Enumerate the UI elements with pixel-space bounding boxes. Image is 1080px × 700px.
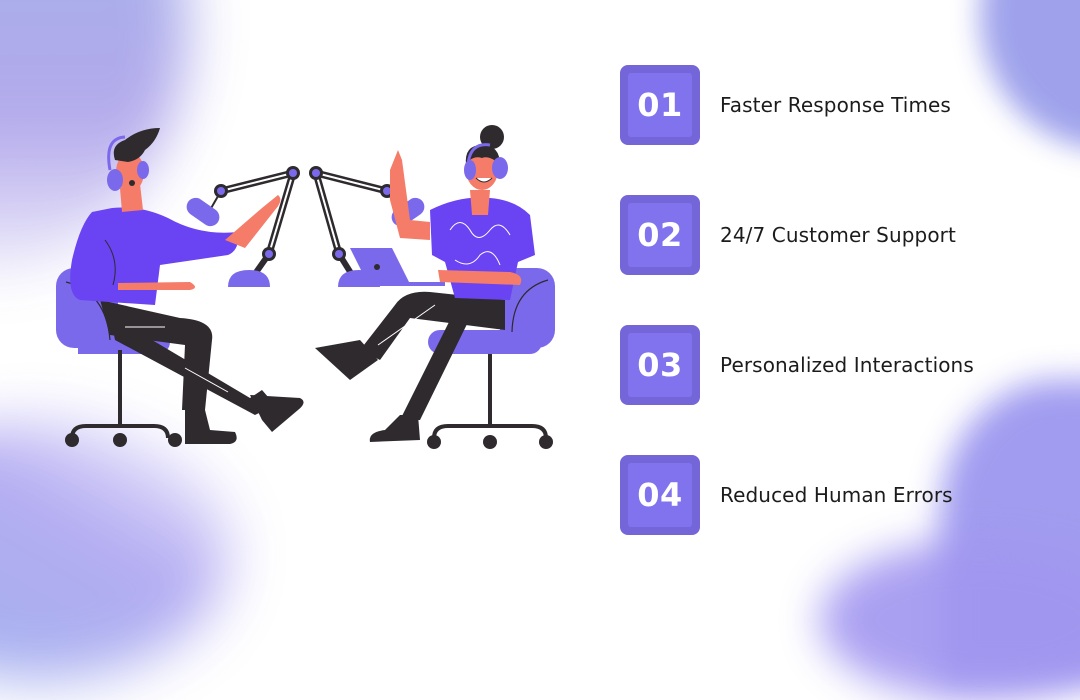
- feature-item-2: 02 24/7 Customer Support: [620, 195, 956, 275]
- number-badge: 04: [620, 455, 700, 535]
- background-blob-bottom-right-lower: [820, 540, 1080, 700]
- number-badge: 01: [620, 65, 700, 145]
- feature-label: Reduced Human Errors: [720, 483, 953, 507]
- feature-item-1: 01 Faster Response Times: [620, 65, 951, 145]
- left-microphone-icon: [186, 166, 300, 287]
- right-person-icon: [315, 125, 535, 442]
- feature-label: 24/7 Customer Support: [720, 223, 956, 247]
- feature-item-4: 04 Reduced Human Errors: [620, 455, 953, 535]
- background-blob-top-right: [980, 0, 1080, 150]
- feature-label: Personalized Interactions: [720, 353, 974, 377]
- feature-item-3: 03 Personalized Interactions: [620, 325, 974, 405]
- badge-number: 04: [628, 463, 692, 527]
- badge-number: 01: [628, 73, 692, 137]
- badge-number: 02: [628, 203, 692, 267]
- badge-number: 03: [628, 333, 692, 397]
- number-badge: 02: [620, 195, 700, 275]
- left-person-icon: [70, 128, 304, 444]
- laptop-icon: [345, 248, 445, 286]
- feature-label: Faster Response Times: [720, 93, 951, 117]
- podcast-illustration: [50, 110, 570, 460]
- number-badge: 03: [620, 325, 700, 405]
